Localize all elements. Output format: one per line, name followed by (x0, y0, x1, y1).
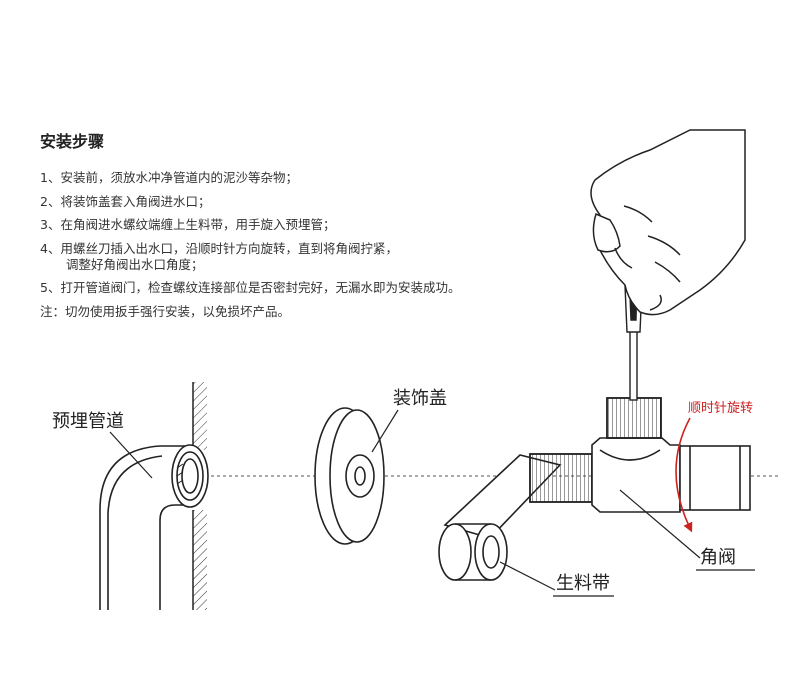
section-title: 安装步骤 (40, 132, 105, 151)
step-1: 1、安装前，须放水冲净管道内的泥沙等杂物； (40, 170, 298, 185)
step-5: 5、打开管道阀门，检查螺纹连接部位是否密封完好，无漏水即为安装成功。 (40, 280, 461, 295)
embedded-pipe (99, 444, 209, 610)
label-pipe: 预埋管道 (52, 411, 124, 432)
angle-valve (529, 397, 751, 513)
rotation-arrow (675, 417, 693, 533)
label-rotate: 顺时针旋转 (688, 401, 753, 416)
step-3: 3、在角阀进水螺纹端缠上生料带，用手旋入预埋管； (40, 217, 336, 232)
pipe-leader-line (109, 431, 153, 479)
label-tape: 生料带 (556, 573, 610, 594)
installation-steps: 安装步骤 1、安装前，须放水冲净管道内的泥沙等杂物； 2、将装饰盖套入角阀进水口… (40, 128, 560, 323)
step-2: 2、将装饰盖套入角阀进水口； (40, 193, 211, 209)
label-cover: 装饰盖 (393, 388, 447, 409)
wall (192, 382, 207, 610)
hand-illustration (590, 129, 746, 316)
tape-leader-line (499, 561, 556, 591)
valve-leader-line (619, 489, 701, 559)
decorative-cover (314, 407, 385, 545)
label-valve: 角阀 (700, 547, 736, 568)
note: 注：切勿使用扳手强行安装，以免损坏产品。 (40, 303, 291, 319)
step-4: 4、用螺丝刀插入出水口，沿顺时针方向旋转，直到将角阀拧紧， (40, 240, 398, 256)
cover-leader-line (371, 409, 399, 453)
step-4-continued: 调整好角阀出水口角度； (66, 257, 204, 272)
